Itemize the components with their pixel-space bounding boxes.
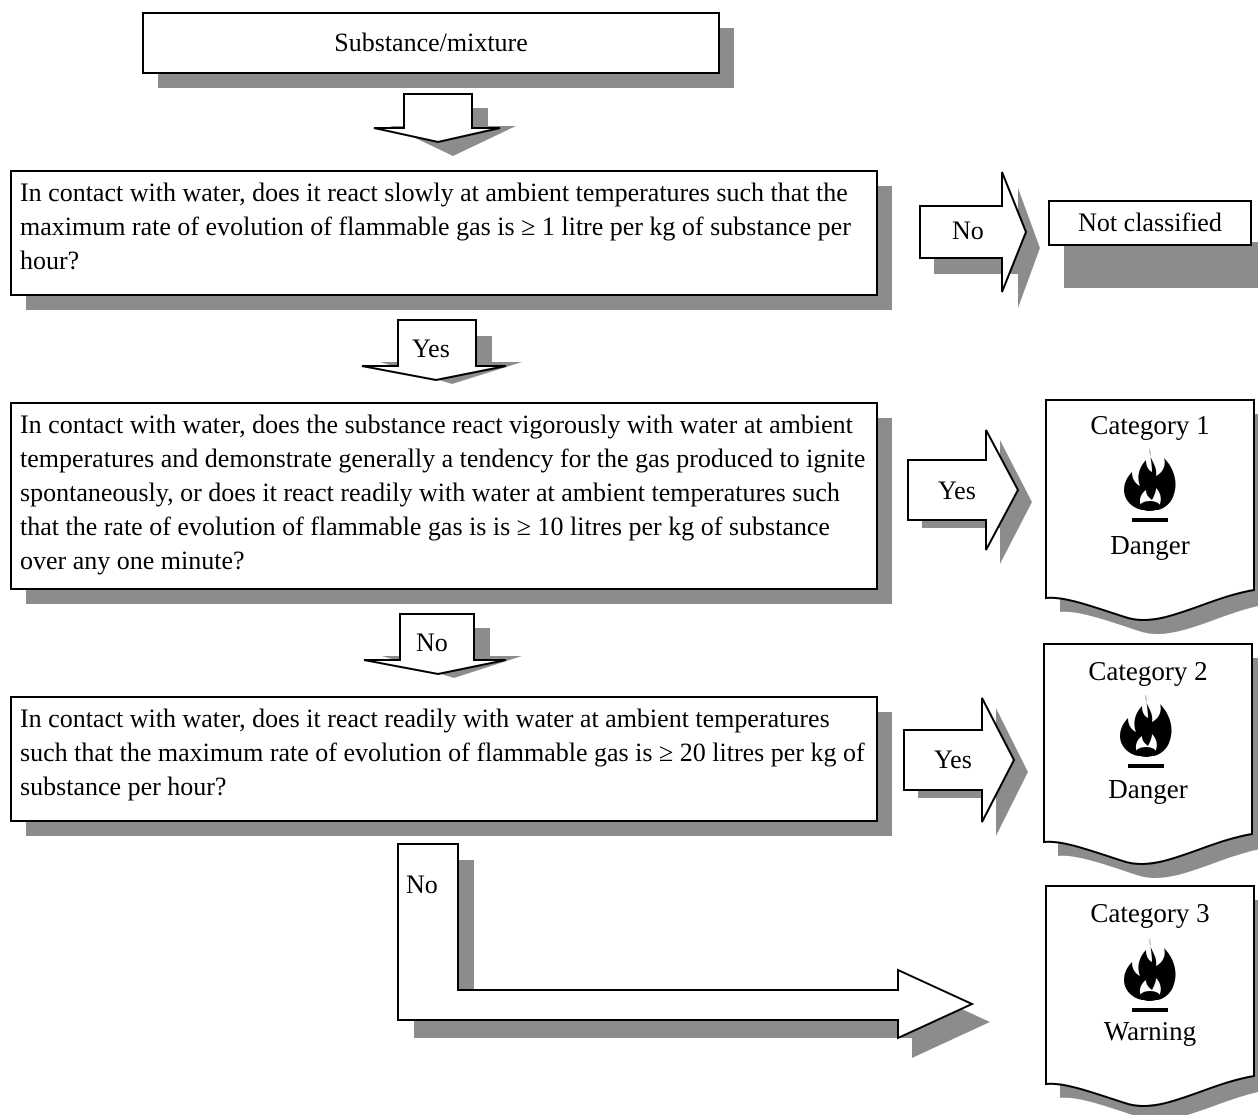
start-label: Substance/mixture xyxy=(334,28,528,57)
category-1-title: Category 1 xyxy=(1090,410,1210,440)
question-2-text: In contact with water, does the substanc… xyxy=(20,410,866,575)
arrow-q3-yes xyxy=(903,697,1016,823)
flame-pictogram-icon xyxy=(1120,694,1172,768)
arrow-q1-yes-label: Yes xyxy=(412,334,450,363)
category-2-card: Category 2 Danger xyxy=(1044,644,1252,834)
arrow-q2-no xyxy=(363,613,507,676)
category-2-signal: Danger xyxy=(1108,774,1188,804)
category-1-signal: Danger xyxy=(1110,530,1190,560)
start-box: Substance/mixture xyxy=(142,12,720,74)
not-classified-box: Not classified xyxy=(1048,200,1252,246)
question-3-box: In contact with water, does it react rea… xyxy=(10,696,878,822)
not-classified-shadow xyxy=(1064,242,1258,288)
flame-pictogram-icon xyxy=(1124,448,1176,522)
category-3-title: Category 3 xyxy=(1090,898,1210,928)
category-3-signal: Warning xyxy=(1103,1016,1197,1046)
category-3-card: Category 3 Warning xyxy=(1046,886,1254,1076)
not-classified-label: Not classified xyxy=(1078,208,1222,237)
arrow-start-to-q1 xyxy=(373,93,501,144)
arrow-q1-no-label: No xyxy=(952,216,984,245)
arrow-q3-no-label: No xyxy=(406,870,438,899)
category-2-title: Category 2 xyxy=(1088,656,1208,686)
arrow-q3-no xyxy=(397,843,975,1040)
question-1-box: In contact with water, does it react slo… xyxy=(10,170,878,296)
arrow-q1-yes xyxy=(361,319,507,382)
arrow-q2-yes-label: Yes xyxy=(938,476,976,505)
arrow-q3-yes-label: Yes xyxy=(934,745,972,774)
question-3-text: In contact with water, does it react rea… xyxy=(20,704,865,801)
arrow-q2-yes xyxy=(907,429,1020,551)
arrow-q2-no-label: No xyxy=(416,628,448,657)
arrow-q1-no xyxy=(919,171,1028,293)
flame-pictogram-icon xyxy=(1124,938,1176,1012)
category-1-card: Category 1 Danger xyxy=(1046,400,1254,590)
question-1-text: In contact with water, does it react slo… xyxy=(20,178,851,275)
question-2-box: In contact with water, does the substanc… xyxy=(10,402,878,590)
